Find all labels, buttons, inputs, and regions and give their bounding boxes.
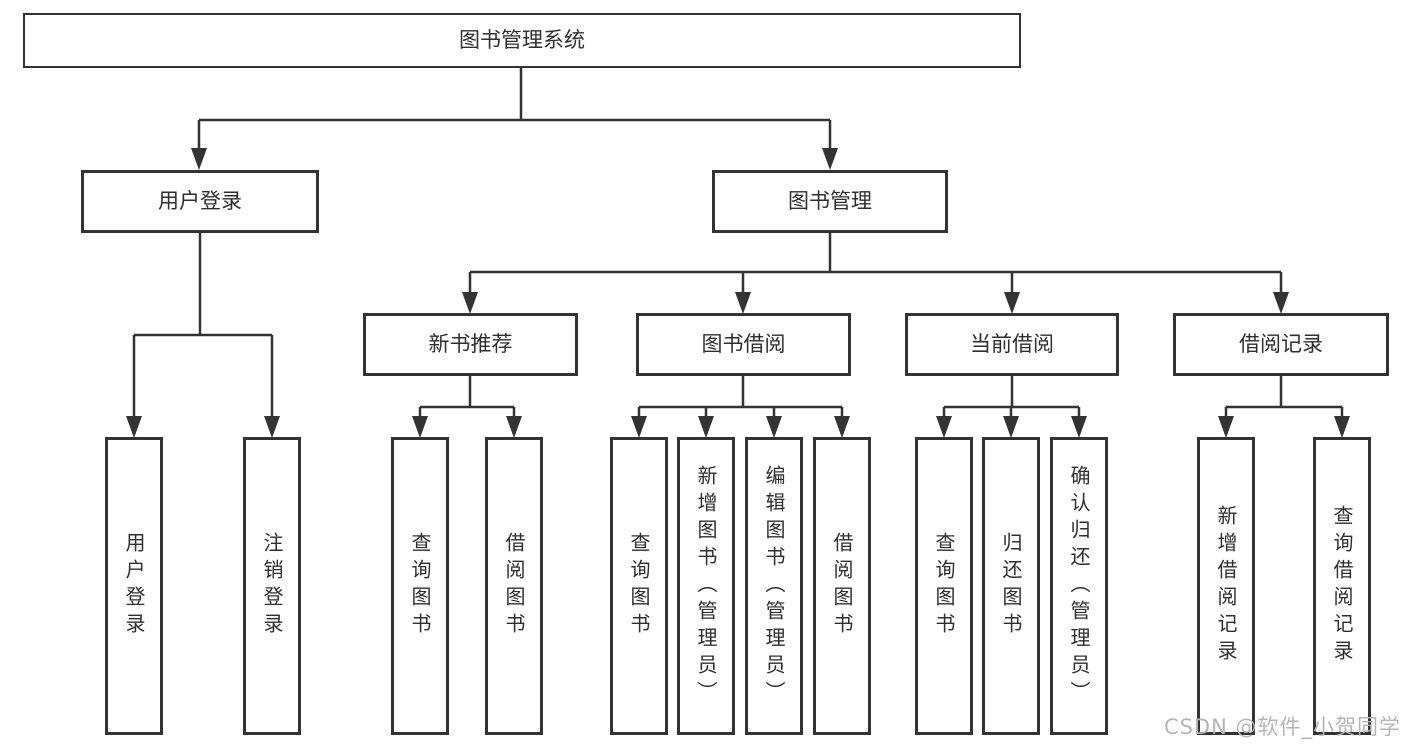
edge-root-split (197, 68, 832, 150)
leaf-query-book-recommend: 查询图书 (391, 437, 449, 735)
node-book-borrow: 图书借阅 (636, 313, 851, 376)
leaf-add-borrow-record: 新增借阅记录 (1197, 437, 1255, 735)
node-new-book-recommend: 新书推荐 (363, 313, 578, 376)
arrow-down-icon (698, 416, 714, 438)
arrow-down-icon (506, 416, 522, 438)
leaf-borrow-book-recommend: 借阅图书 (485, 437, 543, 735)
leaf-return-book: 归还图书 (982, 437, 1040, 735)
arrow-down-icon (936, 416, 952, 438)
arrow-down-icon (412, 416, 428, 438)
leaf-confirm-return-admin: 确认归还（管理员） (1050, 437, 1108, 735)
leaf-query-book-current: 查询图书 (915, 437, 973, 735)
arrow-down-icon (462, 292, 478, 314)
arrow-down-icon (1273, 292, 1289, 314)
arrow-down-icon (735, 292, 751, 314)
arrow-down-icon (822, 148, 838, 170)
leaf-query-book-borrow: 查询图书 (610, 437, 668, 735)
leaf-logout: 注销登录 (243, 437, 301, 735)
arrow-down-icon (1218, 416, 1234, 438)
arrow-down-icon (1071, 416, 1087, 438)
edge-new-book-split (418, 376, 516, 418)
csdn-watermark: CSDN @软件_小贺同学 (1163, 715, 1401, 739)
edge-book-mgmt-split (468, 233, 1283, 294)
edge-current-borrow-split (942, 376, 1081, 418)
arrow-down-icon (1003, 416, 1019, 438)
node-book-management-branch: 图书管理 (712, 170, 948, 233)
leaf-add-book-admin: 新增图书（管理员） (677, 437, 735, 735)
leaf-borrow-book: 借阅图书 (813, 437, 871, 735)
leaf-user-login: 用户登录 (105, 437, 163, 735)
arrow-down-icon (264, 416, 280, 438)
leaf-edit-book-admin: 编辑图书（管理员） (745, 437, 803, 735)
edge-user-login-split (132, 233, 274, 418)
edge-borrow-record-split (1224, 376, 1344, 418)
leaf-query-borrow-record: 查询借阅记录 (1313, 437, 1371, 735)
arrow-down-icon (631, 416, 647, 438)
node-user-login-branch: 用户登录 (81, 170, 319, 233)
arrow-down-icon (1334, 416, 1350, 438)
node-borrow-records: 借阅记录 (1173, 313, 1389, 376)
arrowheads (126, 148, 1350, 438)
edge-book-borrow-split (637, 376, 844, 418)
node-root: 图书管理系统 (23, 13, 1021, 68)
node-current-borrow: 当前借阅 (905, 313, 1119, 376)
arrow-down-icon (766, 416, 782, 438)
arrow-down-icon (126, 416, 142, 438)
arrow-down-icon (191, 148, 207, 170)
arrow-down-icon (834, 416, 850, 438)
arrow-down-icon (1004, 292, 1020, 314)
